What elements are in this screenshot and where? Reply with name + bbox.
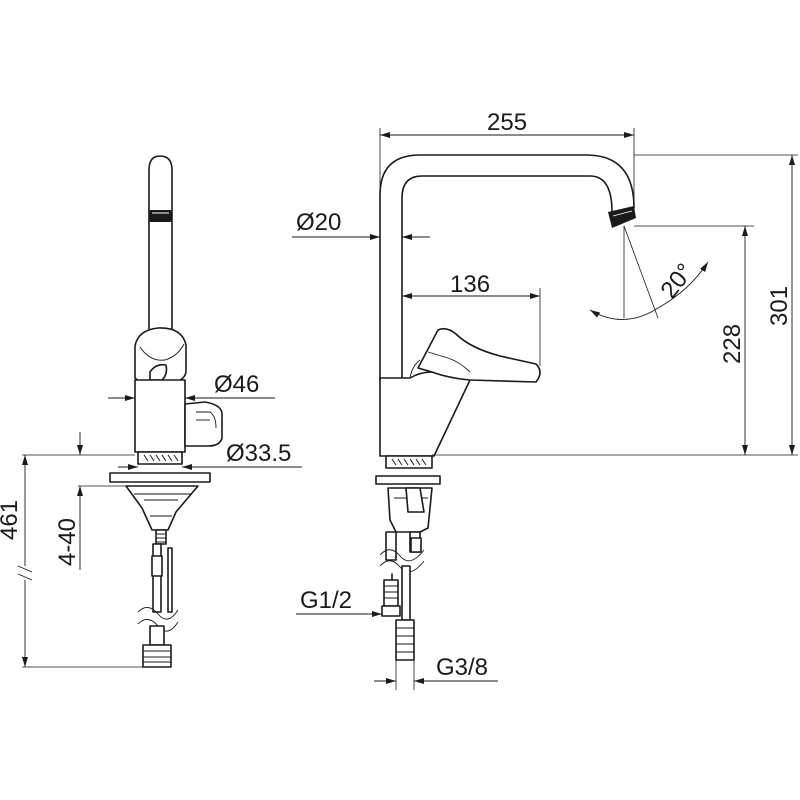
side-view <box>109 155 223 668</box>
front-connection-fitting <box>395 619 415 661</box>
front-inlet-fitting <box>381 605 401 617</box>
dim-connection-thread: G3/8 <box>436 654 488 681</box>
front-base-ring <box>385 455 433 469</box>
dim-spout-diameter: Ø20 <box>296 209 341 236</box>
dim-base-diameter: Ø33.5 <box>226 440 291 467</box>
dim-hose-length: 461 <box>0 500 23 540</box>
front-lever <box>417 327 541 383</box>
side-knob <box>184 401 223 447</box>
front-hose-left <box>385 531 397 561</box>
side-spout <box>148 155 173 339</box>
front-deck-plate <box>375 475 441 485</box>
front-view <box>375 154 636 661</box>
dim-spout-reach: 255 <box>487 109 527 136</box>
side-mount-cone <box>125 485 199 531</box>
dim-body-diameter: Ø46 <box>214 371 259 398</box>
dim-total-height: 301 <box>766 286 793 326</box>
front-body <box>379 371 471 457</box>
dim-swivel-angle: 20° <box>655 258 699 303</box>
dim-spout-height: 228 <box>719 324 746 364</box>
side-body <box>134 379 186 453</box>
front-dimensions: 255 Ø20 136 20° 228 301 G1/2 <box>292 109 798 690</box>
side-dimensions: Ø46 Ø33.5 4-40 461 <box>0 371 302 668</box>
side-deck-plate <box>109 472 211 483</box>
side-hose-fitting <box>142 644 172 668</box>
dim-inlet-thread: G1/2 <box>300 587 352 614</box>
aerator-ring <box>149 210 172 222</box>
dim-lever-reach: 136 <box>450 271 490 298</box>
side-hose <box>152 543 162 613</box>
side-base-ring <box>137 451 183 465</box>
front-spout <box>379 154 635 381</box>
dim-deck-thickness: 4-40 <box>54 518 81 566</box>
